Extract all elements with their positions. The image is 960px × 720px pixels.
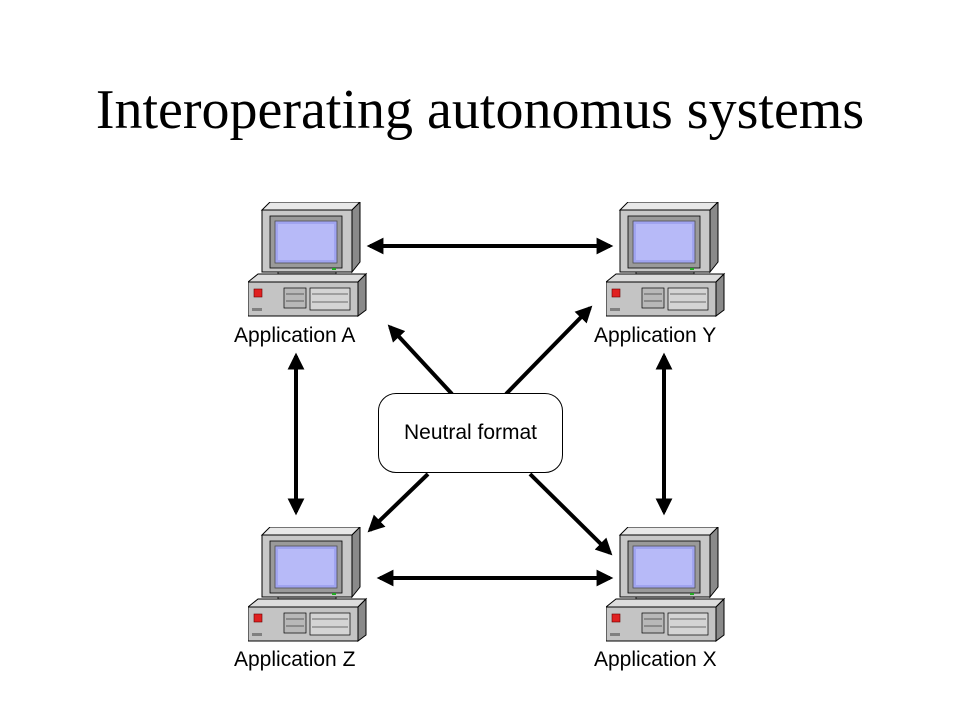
node-label-application-a: Application A <box>234 324 356 347</box>
node-label-application-y: Application Y <box>594 324 717 347</box>
arrow-center-y <box>504 305 593 396</box>
computer-icon <box>606 527 725 642</box>
computer-icon <box>248 202 367 317</box>
node-label-application-z: Application Z <box>234 648 356 671</box>
computer-icon <box>248 527 367 642</box>
slide-title: Interoperating autonomus systems <box>95 79 865 141</box>
arrow-center-a <box>387 324 454 396</box>
neutral-format-box: Neutral format <box>378 393 563 473</box>
computer-icon <box>606 202 725 317</box>
neutral-format-label: Neutral format <box>403 421 538 444</box>
arrow-center-z <box>367 472 430 533</box>
arrow-center-x <box>528 472 613 556</box>
node-label-application-x: Application X <box>594 648 717 671</box>
